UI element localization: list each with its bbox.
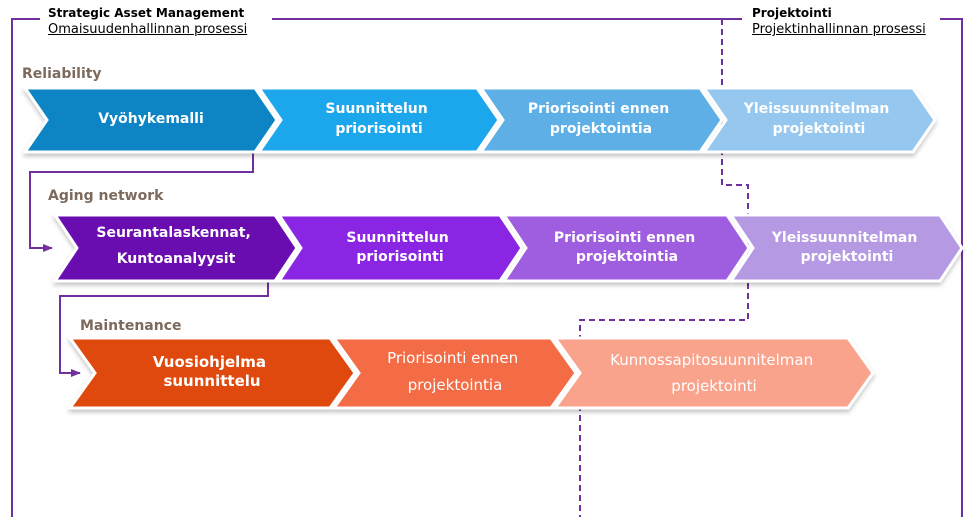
step-label-line-1: Priorisointi ennen: [554, 230, 695, 246]
step-label: Vyöhykemalli: [98, 111, 204, 127]
step-seurantalaskennat-kuntoanalyysit: Seurantalaskennat, Kuntoanalyysit: [52, 213, 299, 283]
header-title: Strategic Asset Management: [48, 6, 245, 20]
step-label-line-1: Suunnittelun: [325, 101, 427, 117]
row-label-maintenance: Maintenance: [80, 318, 182, 334]
chevron-shape: [22, 86, 279, 154]
header-subtitle: Projektinhallinnan prosessi: [752, 22, 926, 37]
step-label: Kunnossapitosuunnitelman projektointi: [610, 351, 818, 395]
step-label: Vuosiohjelma suunnittelu: [153, 353, 272, 390]
chevron-shape: [478, 86, 724, 154]
step-label: Priorisointi ennen projektointia: [554, 230, 700, 265]
step-suunnittelun-priorisointi: Suunnittelun priorisointi: [256, 86, 501, 154]
step-label-line-1: Vyöhykemalli: [98, 111, 204, 127]
step-label-line-1: Priorisointi ennen: [387, 349, 518, 367]
step-label-line-1: Seurantalaskennat,: [96, 225, 250, 241]
step-yleissuunnitelman-projektointi: Yleissuunnitelman projektointi: [701, 86, 937, 154]
chevron-shape: [256, 86, 501, 154]
diagram-lines: [11, 18, 963, 517]
row-label-reliability: Reliability: [22, 66, 102, 82]
header-title: Projektointi: [752, 6, 832, 20]
step-yleissuunnitelman-projektointi: Yleissuunnitelman projektointi: [728, 213, 964, 283]
step-vuosiohjelma-suunnittelu: Vuosiohjelma suunnittelu: [67, 336, 357, 410]
frame-line-left: [11, 18, 40, 517]
row-aging-network-steps: Seurantalaskennat, Kuntoanalyysit Suunni…: [52, 213, 964, 283]
chevron-shape: [701, 86, 937, 154]
chevron-shape: [728, 213, 964, 283]
step-kunnossapitosuunnitelman-projektointi: Kunnossapitosuunnitelman projektointi: [552, 336, 875, 410]
step-label: Seurantalaskennat, Kuntoanalyysit: [96, 225, 255, 267]
step-label: Yleissuunnitelman projektointi: [743, 101, 894, 137]
step-label-line-2: projektointia: [408, 376, 503, 394]
chevron-shape: [67, 336, 357, 410]
chevron-shape: [501, 213, 751, 283]
step-label-line-2: Kuntoanalyysit: [117, 251, 236, 267]
step-label-line-2: priorisointi: [335, 121, 422, 137]
step-label: Suunnittelun priorisointi: [346, 230, 453, 265]
step-label-line-2: projektointia: [550, 121, 652, 137]
step-label-line-1: Kunnossapitosuunnitelman: [610, 351, 813, 369]
step-label-line-1: Vuosiohjelma: [153, 353, 266, 371]
connector-arrow-reliability-to-aging: [29, 152, 254, 252]
frame-line-right: [940, 18, 963, 517]
step-label-line-1: Suunnittelun: [346, 230, 448, 246]
step-label: Yleissuunnitelman projektointi: [771, 230, 922, 265]
step-label: Suunnittelun priorisointi: [325, 101, 432, 137]
chevron-shape: [52, 213, 299, 283]
step-priorisointi-ennen-projektointia: Priorisointi ennen projektointia: [331, 336, 578, 410]
step-label-line-2: projektointi: [773, 121, 866, 137]
chevron-shape: [552, 336, 875, 410]
step-label: Priorisointi ennen projektointia: [528, 101, 674, 137]
row-label-aging-network: Aging network: [48, 188, 164, 204]
step-label: Priorisointi ennen projektointia: [387, 349, 523, 394]
step-suunnittelun-priorisointi: Suunnittelun priorisointi: [276, 213, 524, 283]
step-label-line-2: priorisointi: [356, 249, 443, 265]
chevron-shape: [276, 213, 524, 283]
step-priorisointi-ennen-projektointia: Priorisointi ennen projektointia: [501, 213, 751, 283]
step-priorisointi-ennen-projektointia: Priorisointi ennen projektointia: [478, 86, 724, 154]
step-label-line-1: Priorisointi ennen: [528, 101, 669, 117]
step-vyohykemalli: Vyöhykemalli: [22, 86, 279, 154]
connector-arrow-aging-to-maintenance: [59, 281, 269, 377]
header-subtitle: Omaisuudenhallinnan prosessi: [48, 22, 248, 37]
strategic-asset-management-header: Strategic Asset Management Omaisuudenhal…: [48, 5, 247, 39]
projektointi-header: Projektointi Projektinhallinnan prosessi: [752, 5, 926, 39]
step-label-line-2: projektointi: [671, 377, 756, 395]
row-maintenance-steps: Vuosiohjelma suunnittelu Priorisointi en…: [67, 336, 875, 410]
step-label-line-1: Yleissuunnitelman: [771, 230, 918, 246]
row-reliability-steps: Vyöhykemalli Suunnittelun priorisointi P…: [22, 86, 937, 154]
chevron-shape: [331, 336, 578, 410]
step-label-line-2: projektointi: [801, 249, 894, 265]
step-label-line-2: projektointia: [576, 249, 678, 265]
step-label-line-1: Yleissuunnitelman: [743, 101, 890, 117]
step-label-line-2: suunnittelu: [163, 372, 260, 390]
